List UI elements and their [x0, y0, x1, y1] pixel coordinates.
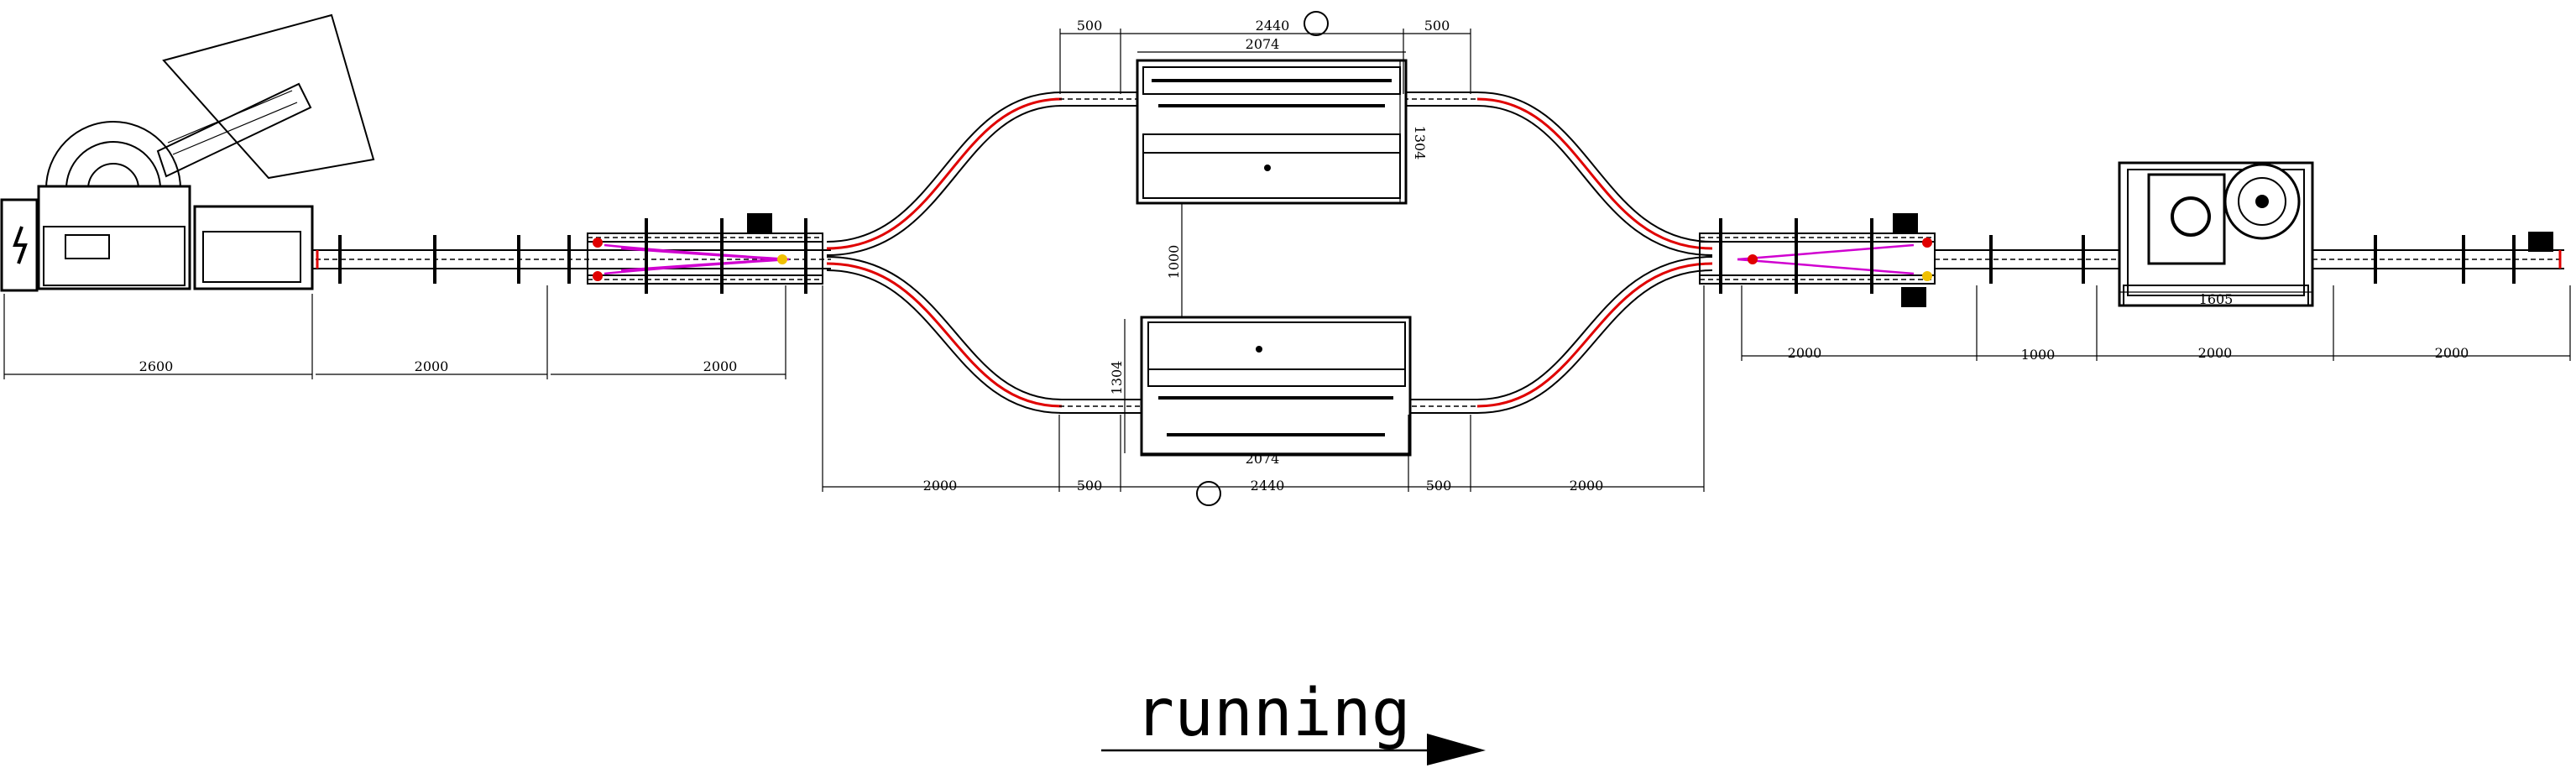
- running-arrow-head-icon: [1427, 734, 1486, 765]
- dim-bottom-500-left: 500: [1077, 478, 1103, 494]
- dim-right-1000: 1000: [2021, 347, 2056, 363]
- right-merge-section: [1699, 213, 1936, 307]
- electrical-cabinet: [0, 198, 39, 292]
- left-marker-red-top: [593, 238, 603, 248]
- right-drive-motor-bottom: [1901, 287, 1926, 307]
- dim-left-2000-a: 2000: [415, 358, 449, 374]
- feeder-frame-inner: [43, 226, 185, 286]
- dim-top-1304: 1304: [1412, 126, 1428, 160]
- dim-machine-1605: 1605: [2199, 291, 2234, 307]
- right-marker-red: [1748, 254, 1758, 264]
- bottom-station: [1140, 316, 1412, 506]
- dim-bottom-500-right: 500: [1426, 478, 1452, 494]
- dim-left-2000-b: 2000: [703, 358, 738, 374]
- electrical-hazard-icon: [13, 226, 28, 264]
- dim-gap-1000: 1000: [1166, 245, 1182, 280]
- dim-bottom-2000-left: 2000: [923, 478, 958, 494]
- right-marker-yellow: [1922, 271, 1932, 281]
- top-station-handle: [1264, 165, 1271, 171]
- end-drive-motor: [2528, 232, 2553, 252]
- top-station: [1136, 11, 1408, 205]
- left-drive-motor: [747, 213, 772, 233]
- control-box-panel: [202, 231, 301, 283]
- top-station-motor: [1304, 11, 1329, 36]
- bottom-branch-curve-right: [1476, 256, 1713, 414]
- right-drive-motor-top: [1893, 213, 1918, 233]
- left-marker-yellow: [777, 254, 787, 264]
- right-marker-red-top: [1922, 238, 1932, 248]
- right-machine-motor-housing: [2147, 173, 2226, 265]
- feeder-motor: [65, 234, 110, 259]
- bottom-station-handle: [1256, 346, 1262, 353]
- dim-top-2440: 2440: [1256, 18, 1290, 34]
- top-branch-curve-left: [826, 91, 1063, 256]
- dimension-labels: 2600 2000 2000 500 2440 500 2074 1304 10…: [139, 18, 2469, 494]
- right-support-legs: [1989, 235, 2516, 284]
- left-support-legs: [338, 235, 571, 284]
- dim-right-2000-c: 2000: [2435, 345, 2469, 361]
- dim-bottom-2440: 2440: [1251, 478, 1285, 494]
- left-marker-red-bottom: [593, 271, 603, 281]
- hopper-chute: [156, 82, 312, 178]
- running-label: running: [1135, 676, 1411, 751]
- top-station-frame: [1136, 59, 1408, 205]
- right-machine: [2118, 161, 2314, 307]
- dim-bottom-1304: 1304: [1109, 361, 1125, 395]
- dim-feeder-2600: 2600: [139, 358, 174, 374]
- left-merge-guides: [604, 243, 790, 275]
- dim-top-500-right: 500: [1424, 18, 1450, 34]
- bottom-branch-curve-left: [826, 256, 1063, 414]
- dim-right-2000-b: 2000: [2198, 345, 2233, 361]
- feeder-machine: [0, 13, 375, 292]
- dim-bottom-2000-right: 2000: [1570, 478, 1604, 494]
- feeder-frame: [37, 185, 191, 290]
- dim-top-2074: 2074: [1246, 36, 1280, 52]
- top-branch-curve-right: [1476, 91, 1713, 256]
- dim-bottom-2074: 2074: [1246, 451, 1280, 467]
- right-machine-gear: [2171, 196, 2211, 237]
- left-splitter-section: [587, 213, 823, 294]
- hopper: [162, 13, 375, 180]
- bottom-station-motor: [1196, 481, 1221, 506]
- dim-top-500-left: 500: [1077, 18, 1103, 34]
- running-direction: running: [1101, 676, 1486, 765]
- right-merge-guides: [1737, 243, 1915, 261]
- chute-ladder: [167, 90, 298, 155]
- control-box: [193, 205, 314, 290]
- dimension-lines: [3, 29, 2571, 492]
- left-main-conveyor: [312, 249, 831, 269]
- dim-right-2000-a: 2000: [1788, 345, 1822, 361]
